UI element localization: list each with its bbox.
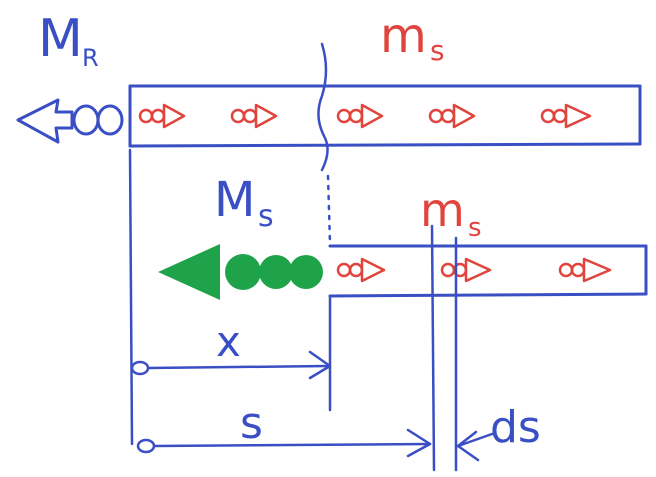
label-x: x [216,317,241,366]
label-top-right-sub: s [430,34,445,67]
mid-bar [328,244,648,298]
top-particles [138,103,592,129]
mid-particles [336,257,612,283]
ds-arrow [456,430,494,462]
label-top-left: M [38,9,83,69]
arrow-left-icon [16,98,124,144]
s-arrow [136,428,432,458]
left-reference-line [128,148,134,446]
label-mid-right-sub: s [468,213,482,243]
top-divider [317,42,329,172]
label-mid-left-sub: s [258,199,274,234]
label-mid-left: M [214,172,255,228]
label-mid-right: m [420,183,465,237]
label-top-left-sub: R [82,44,99,72]
top-bar [128,84,642,148]
label-top-right: m [380,8,427,64]
label-s: s [240,398,263,449]
x-arrow [130,350,332,380]
mid-divider [326,174,332,246]
ds-line-left [430,224,436,472]
green-arrow-icon [158,244,323,300]
label-ds: ds [490,402,541,453]
